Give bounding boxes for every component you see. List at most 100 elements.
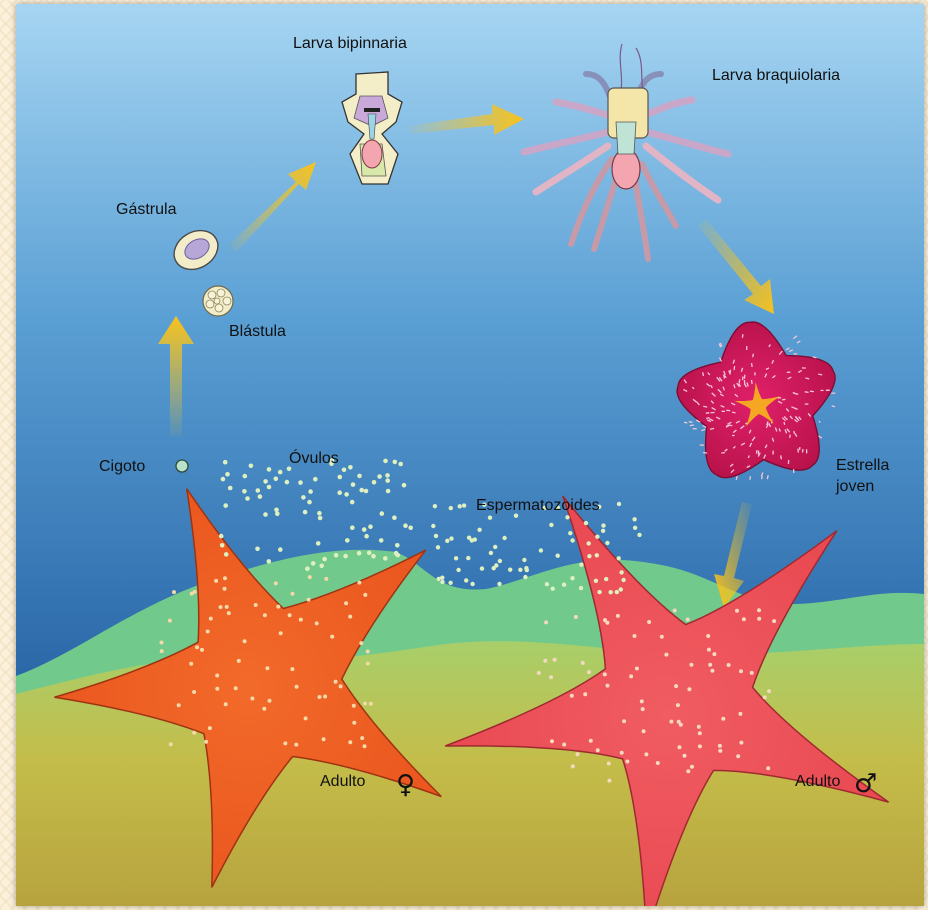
sperm-dot [523,575,527,579]
ovulo-dot [383,459,388,464]
male-gamete-dot [549,675,553,679]
ovulo-dot [345,538,350,543]
young-star-spine [689,422,693,423]
female-gamete-dot [204,740,208,744]
female-gamete-dot [363,744,367,748]
female-gamete-dot [234,686,238,690]
ovulo-dot [219,534,224,539]
female-gamete-dot [318,695,322,699]
male-gamete-dot [625,760,629,764]
young-star-spine [762,476,763,479]
male-gamete-dot [607,762,611,766]
female-gamete-dot [360,736,364,740]
young-star-spine [803,449,804,453]
sperm-dot [493,545,497,549]
sperm-dot [434,534,438,538]
female-gamete-dot [227,611,231,615]
male-gamete-dot [683,754,687,758]
male-gamete-dot [562,743,566,747]
sperm-dot [587,554,591,558]
blastula-icon [203,286,233,316]
young-star-spine [706,418,709,419]
ovulo-dot [301,495,306,500]
young-star-spine [798,449,799,453]
label-cigoto: Cigoto [99,458,145,475]
female-gamete-dot [324,577,328,581]
sperm-dot [597,590,601,594]
label-gastrula: Gástrula [116,201,177,218]
female-gamete-dot [195,645,199,649]
male-gamete-dot [718,744,722,748]
male-gamete-dot [735,609,739,613]
male-gamete-dot [739,669,743,673]
sperm-dot [609,590,613,594]
label-adulto-male: Adulto [795,773,840,790]
ovulo-dot [313,477,318,482]
sperm-dot [551,587,555,591]
sperm-dot [539,548,543,552]
male-gamete-dot [710,669,714,673]
sperm-dot [545,582,549,586]
male-gamete-dot [622,719,626,723]
male-gamete-dot [738,712,742,716]
young-star-spine [752,380,753,384]
male-gamete-dot [698,731,702,735]
ovulo-dot [225,472,230,477]
male-gamete-dot [718,749,722,753]
young-star-spine [721,453,725,454]
female-gamete-dot [304,716,308,720]
female-gamete-dot [168,619,172,623]
young-star-spine [752,363,753,367]
female-gamete-dot [223,576,227,580]
female-gamete-dot [208,726,212,730]
female-gamete-dot [160,641,164,645]
label-adulto-female: Adulto [320,773,365,790]
ovulo-dot [242,489,247,494]
ovulo-dot [267,485,272,490]
sperm-dot [449,536,453,540]
female-gamete-dot [206,630,210,634]
young-star-spine [818,374,822,375]
female-gamete-dot [224,702,228,706]
sperm-dot [570,538,574,542]
sperm-dot [448,581,452,585]
ovulo-dot [318,516,323,521]
male-gamete-dot [550,739,554,743]
female-gamete-dot [295,685,299,689]
young-star-spine [805,392,809,393]
ovulo-dot [220,543,225,548]
sperm-dot [579,563,583,567]
ovulo-dot [258,494,263,499]
ovulo-dot [395,543,400,548]
young-star-spine [794,431,795,434]
female-gamete-dot [352,721,356,725]
female-gamete-dot [307,598,311,602]
ovulo-dot [224,552,229,557]
young-star-spine [734,366,735,370]
female-gamete-dot [344,601,348,605]
sperm-dot [570,576,574,580]
sperm-dot [556,554,560,558]
ovulo-dot [362,527,367,532]
sperm-dot [497,582,501,586]
female-gamete-dot [290,667,294,671]
sperm-dot [473,537,477,541]
ovulo-dot [396,553,401,558]
female-gamete-dot [352,704,356,708]
male-gamete-dot [673,609,677,613]
female-gamete-dot [274,581,278,585]
female-gamete-dot [223,587,227,591]
ovulo-dot [316,541,321,546]
ovulo-dot [245,496,250,501]
female-gamete-dot [276,605,280,609]
young-star-spine [703,453,707,454]
ovulo-dot [408,526,413,531]
ovulo-dot [267,559,272,564]
sperm-dot [562,583,566,587]
male-gamete-dot [669,720,673,724]
female-gamete-dot [369,702,373,706]
sperm-dot [565,515,569,519]
female-gamete-dot [172,590,176,594]
sperm-dot [621,578,625,582]
male-gamete-dot [664,653,668,657]
